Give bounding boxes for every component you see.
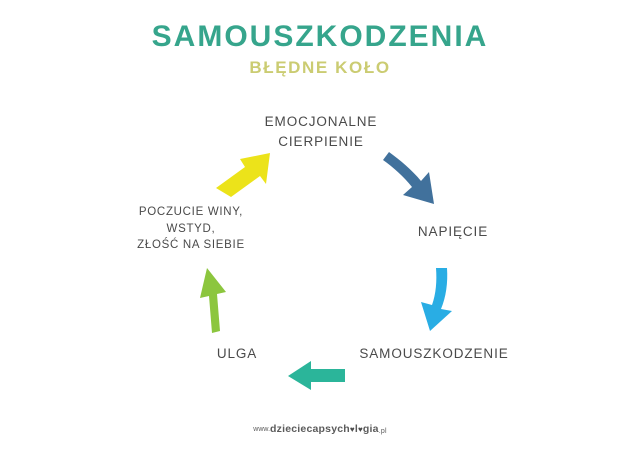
arrow-pain-to-tension xyxy=(383,152,434,204)
footer-domain-part-4: gia xyxy=(362,423,379,435)
arrow-tension-to-self-harm xyxy=(421,268,452,331)
footer-domain-part-3: l xyxy=(354,423,358,435)
node-tension: NAPIĘCIE xyxy=(398,222,508,242)
footer-tld: .pl xyxy=(378,428,387,435)
node-emotional-pain-line-2: CIERPIENIE xyxy=(278,133,364,149)
page-title: SAMOUSZKODZENIA xyxy=(151,20,489,53)
footer-prefix: www. xyxy=(253,426,271,433)
title-block: SAMOUSZKODZENIA BŁĘDNE KOŁO xyxy=(0,20,640,77)
footer-watermark: www.dzieciecapsych♥l♥gia.pl xyxy=(0,423,640,435)
node-guilt-shame-anger: POCZUCIE WINY, WSTYD, ZŁOŚĆ NA SIEBIE xyxy=(117,204,265,254)
node-relief: ULGA xyxy=(196,344,278,364)
arrow-self-harm-to-relief xyxy=(288,361,345,390)
node-tension-line-1: NAPIĘCIE xyxy=(417,224,489,239)
heart-icon-1: ♥ xyxy=(349,425,355,434)
node-self-harm-line-1: SAMOUSZKODZENIE xyxy=(359,346,509,361)
footer-domain-part-1: d xyxy=(270,423,277,435)
node-guilt-line-1: POCZUCIE WINY, xyxy=(138,206,244,218)
node-guilt-line-3: ZŁOŚĆ NA SIEBIE xyxy=(137,239,245,252)
heart-icon-2: ♥ xyxy=(357,425,363,434)
page-subtitle: BŁĘDNE KOŁO xyxy=(249,58,391,77)
node-emotional-pain-line-1: EMOCJONALNE xyxy=(264,114,378,129)
footer-domain-part-2: zieciecapsych xyxy=(276,423,350,435)
node-relief-line-1: ULGA xyxy=(216,346,258,361)
arrow-relief-to-guilt xyxy=(200,268,226,333)
node-emotional-pain: EMOCJONALNE CIERPIENIE xyxy=(245,112,397,151)
arrow-guilt-to-pain xyxy=(216,153,270,197)
node-guilt-line-2: WSTYD, xyxy=(166,222,216,235)
node-self-harm: SAMOUSZKODZENIE xyxy=(348,344,520,364)
